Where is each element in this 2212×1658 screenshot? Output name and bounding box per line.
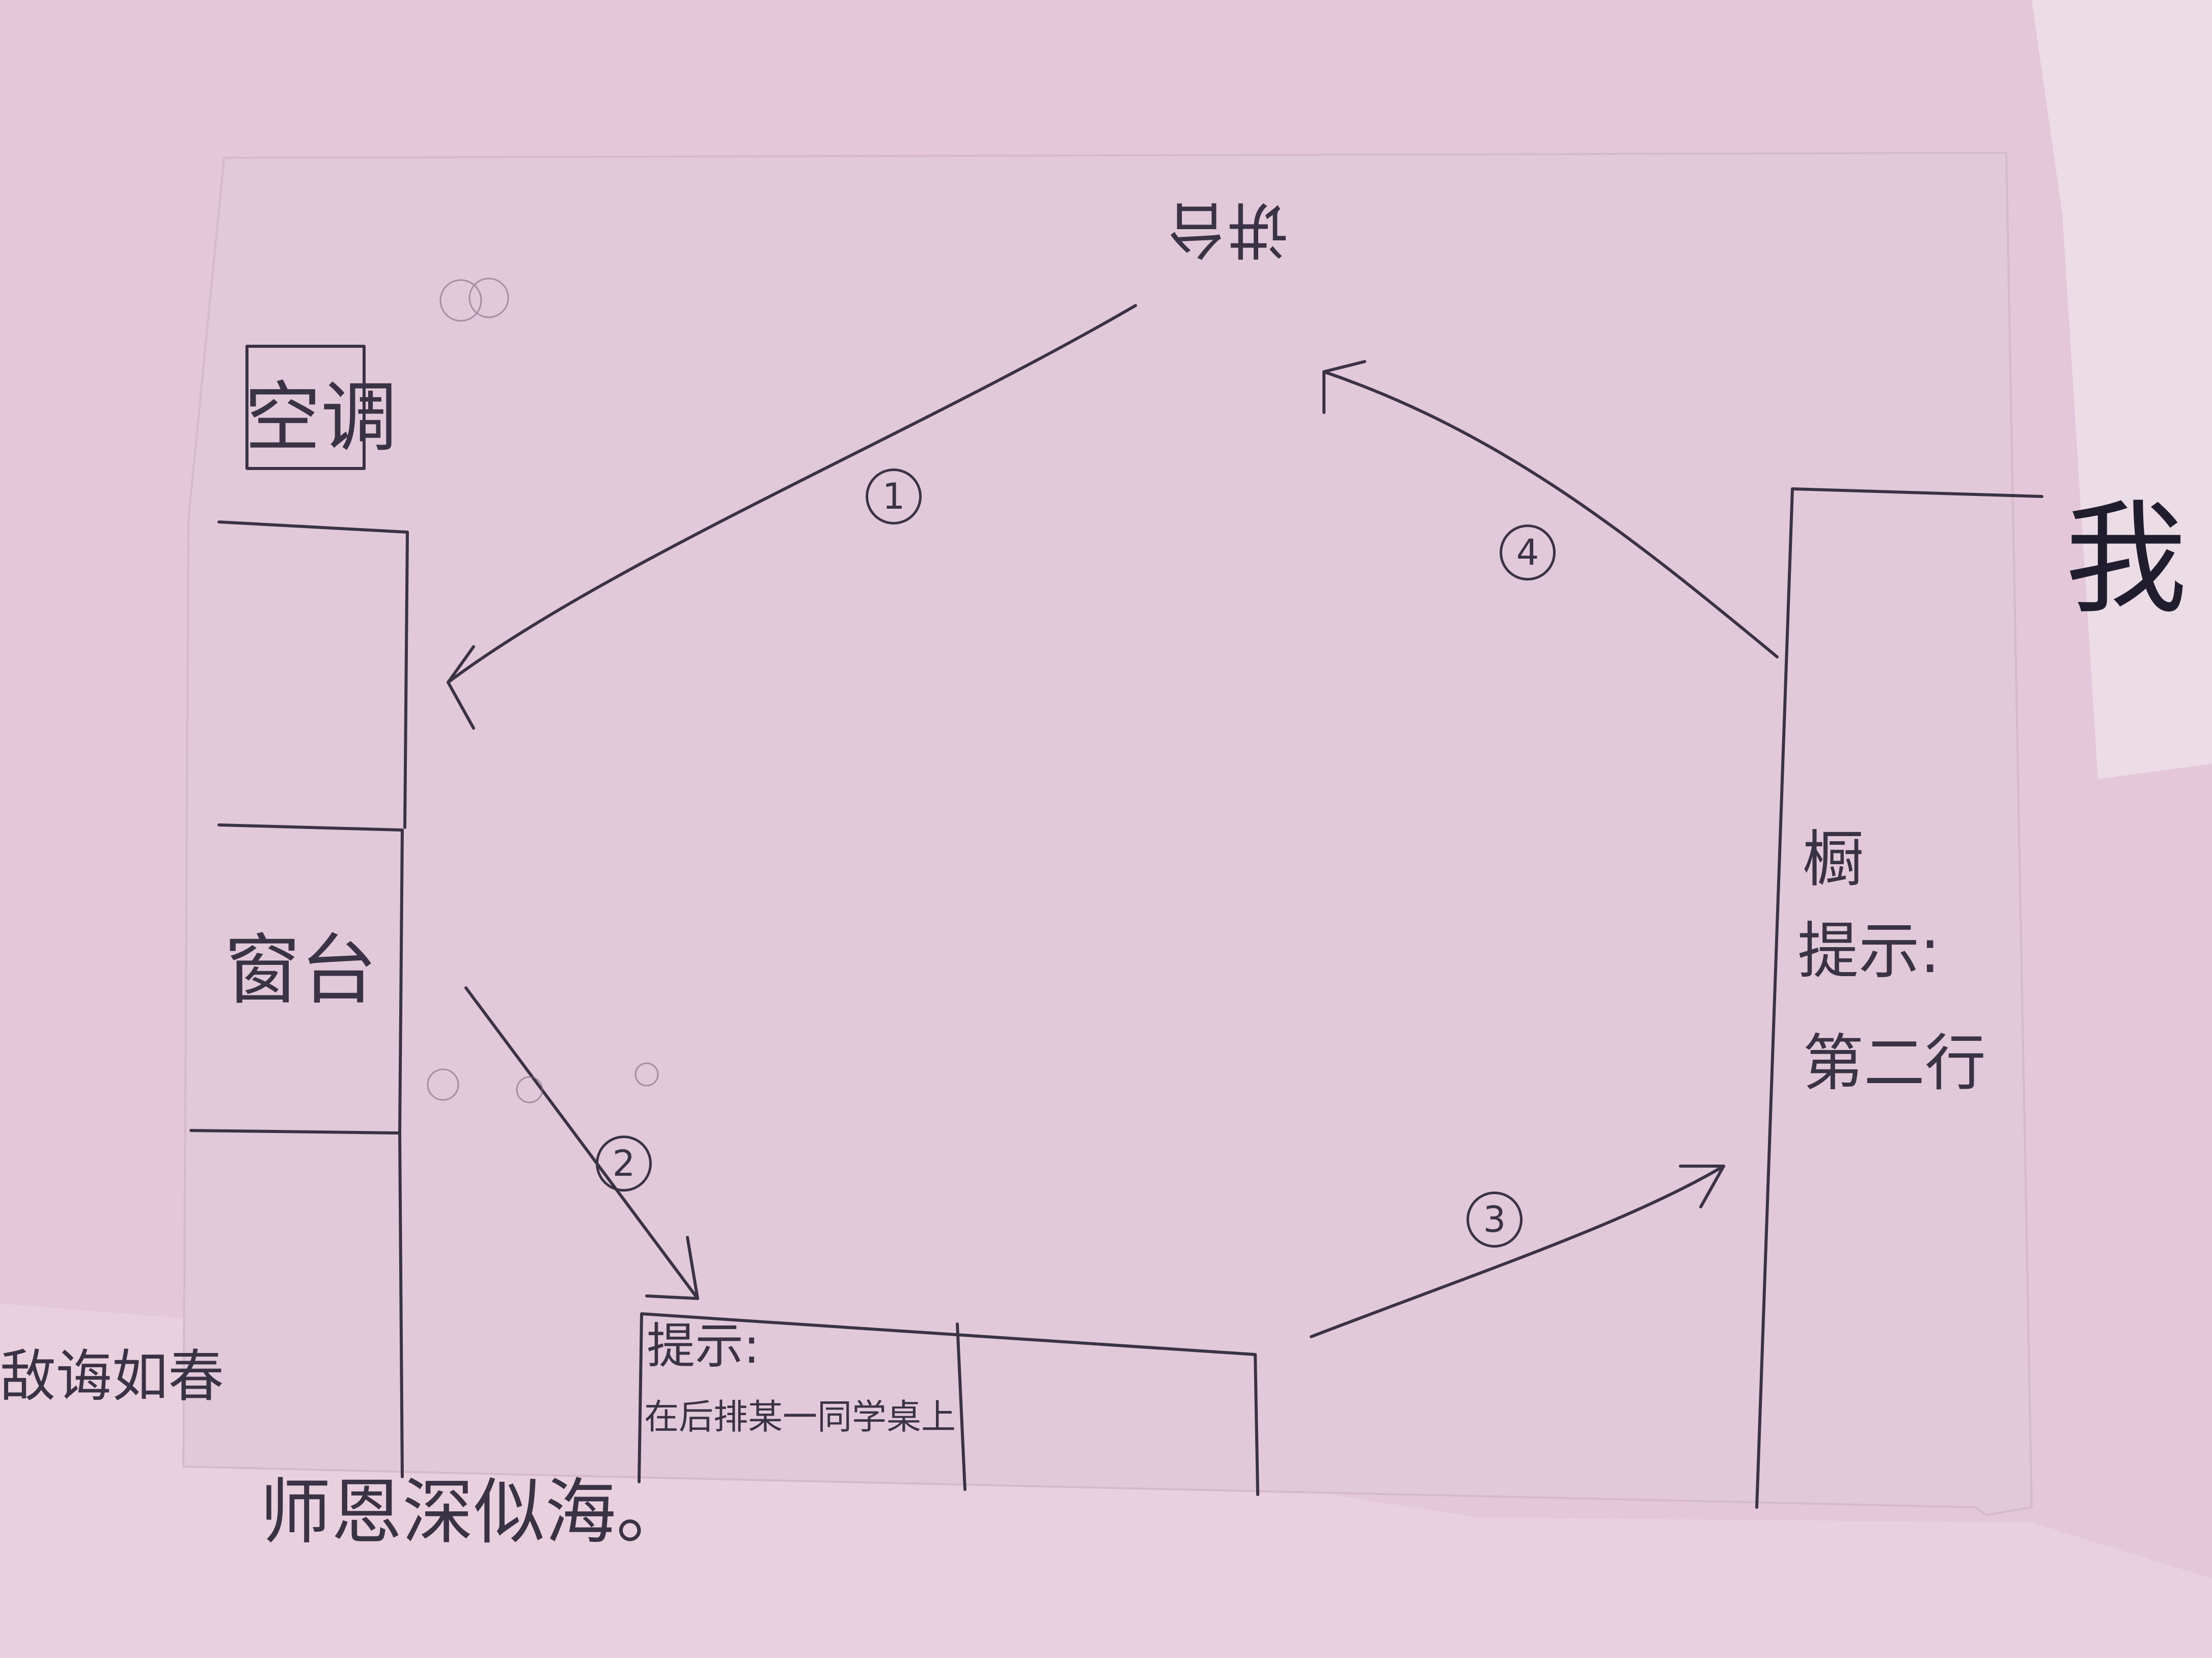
aircon-box <box>245 345 366 470</box>
cabinet-label: 橱 <box>1803 824 1864 895</box>
left-wall-blocks <box>189 520 409 1478</box>
arrow-1-head <box>447 645 475 730</box>
arrow-4-head <box>1322 360 1366 414</box>
arrow-2-line <box>464 986 699 1300</box>
bottom-motto: 师恩深似海。 <box>260 1471 688 1554</box>
arrow-3-line <box>1310 1165 1725 1338</box>
step-1-marker: 1 <box>866 468 922 524</box>
main-paper <box>182 151 2033 1516</box>
cabinet-hint-title: 提示: <box>1798 916 1941 987</box>
cabinet-hint-body: 第二行 <box>1803 1028 1986 1099</box>
arrow-4-line <box>1322 370 1779 658</box>
step-3-marker: 3 <box>1467 1192 1523 1248</box>
podium-label: 讲台 <box>1166 194 1288 264</box>
right-background-sheet <box>1792 0 2212 779</box>
cabinet-outline <box>1755 487 2043 1509</box>
windowsill-label: 窗台 <box>224 926 377 1015</box>
right-edge-fragment: 我 <box>2065 488 2188 630</box>
arrow-3-head <box>1679 1165 1725 1208</box>
arrow-1-line <box>447 304 1137 684</box>
desk-hint-body: 在后排某一同学桌上 <box>644 1397 956 1438</box>
arrow-2-head <box>645 1236 699 1300</box>
left-edge-fragment: 敌诲如春 <box>0 1344 224 1409</box>
aircon-label: 空调 <box>244 374 398 462</box>
step-4-marker: 4 <box>1500 524 1556 581</box>
faint-doodles <box>427 278 659 1103</box>
desk-hint-title: 提示: <box>647 1318 760 1374</box>
step-2-marker: 2 <box>596 1136 652 1192</box>
desk-boxes <box>638 1312 1259 1496</box>
